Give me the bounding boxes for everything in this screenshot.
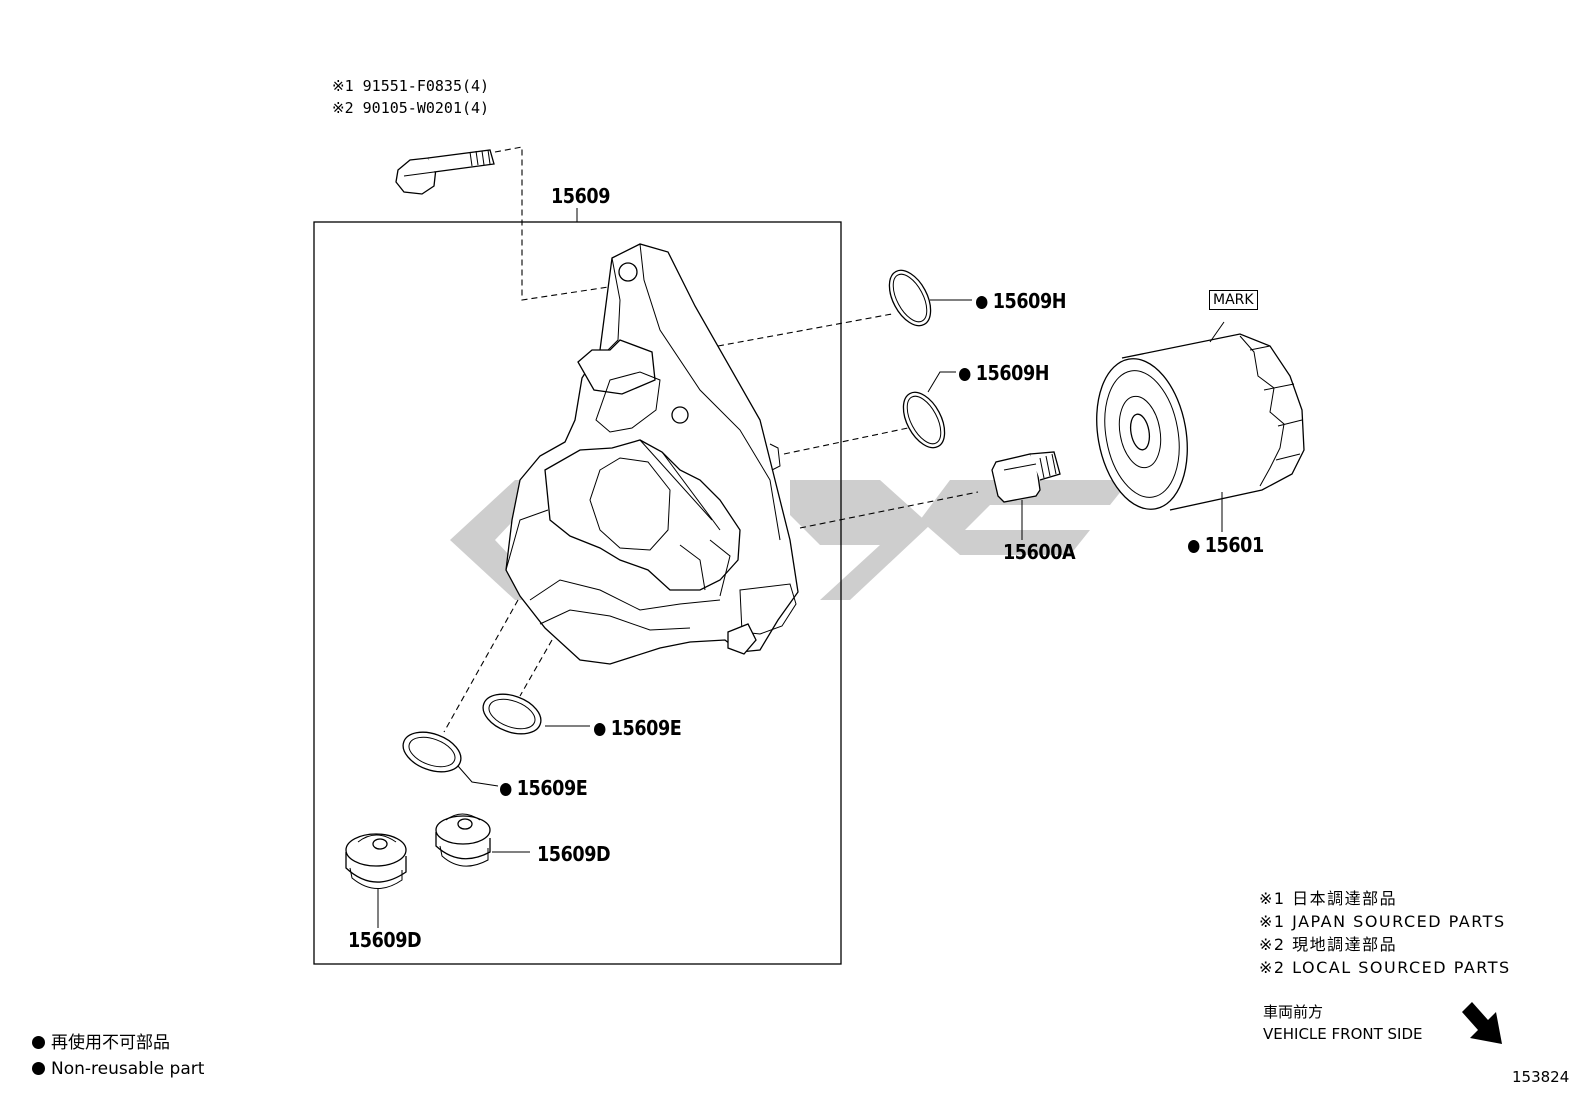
plug-15609d-left bbox=[345, 833, 407, 928]
part-label-15609e-lower: 15609E bbox=[500, 776, 588, 800]
non-reusable-dot-icon bbox=[1188, 540, 1200, 553]
o-ring-15609h-lower bbox=[783, 371, 956, 455]
front-label-en: VEHICLE FRONT SIDE bbox=[1263, 1025, 1423, 1043]
non-reusable-dot-icon bbox=[500, 783, 512, 796]
legend-en: Non-reusable part bbox=[32, 1056, 204, 1082]
bolt bbox=[395, 149, 495, 195]
part-label-15601: 15601 bbox=[1188, 533, 1264, 557]
front-label-jp: 車両前方 bbox=[1263, 1003, 1324, 1021]
note-local-en: ※2 LOCAL SOURCED PARTS bbox=[1259, 958, 1511, 977]
o-ring-15609h-upper bbox=[717, 269, 972, 347]
non-reusable-dot-icon bbox=[594, 723, 606, 736]
part-label-15609d-left: 15609D bbox=[348, 928, 422, 952]
bolt-ref-1: ※1 91551-F0835(4) bbox=[332, 77, 490, 95]
bolt-ref-2: ※2 90105-W0201(4) bbox=[332, 99, 490, 117]
gasket-15609e-upper bbox=[482, 639, 590, 735]
mark-label: MARK bbox=[1209, 290, 1258, 310]
non-reusable-dot-icon bbox=[976, 296, 988, 309]
oil-filter-15601 bbox=[1096, 321, 1305, 532]
legend-jp: 再使用不可部品 bbox=[32, 1030, 170, 1056]
filter-housing-body bbox=[505, 243, 799, 665]
note-japan-en: ※1 JAPAN SOURCED PARTS bbox=[1259, 912, 1506, 931]
non-reusable-dot-icon bbox=[32, 1062, 45, 1075]
diagram-id: 153824 bbox=[1512, 1068, 1570, 1086]
note-japan-jp: ※1 日本調達部品 bbox=[1259, 889, 1398, 908]
front-arrow-icon bbox=[1462, 1002, 1502, 1044]
union-bolt-15600a bbox=[799, 451, 1061, 540]
part-label-15600a: 15600A bbox=[1003, 540, 1076, 564]
gasket-15609e-lower bbox=[402, 599, 519, 787]
plug-15609d-right bbox=[435, 813, 530, 867]
note-local-jp: ※2 現地調達部品 bbox=[1259, 935, 1398, 954]
part-label-15609h-lower: 15609H bbox=[959, 361, 1049, 385]
non-reusable-dot-icon bbox=[959, 368, 971, 381]
part-label-15609e-upper: 15609E bbox=[594, 716, 682, 740]
part-label-15609d-right: 15609D bbox=[537, 842, 611, 866]
part-label-15609: 15609 bbox=[551, 184, 611, 208]
non-reusable-dot-icon bbox=[32, 1036, 45, 1049]
part-label-15609h-upper: 15609H bbox=[976, 289, 1066, 313]
